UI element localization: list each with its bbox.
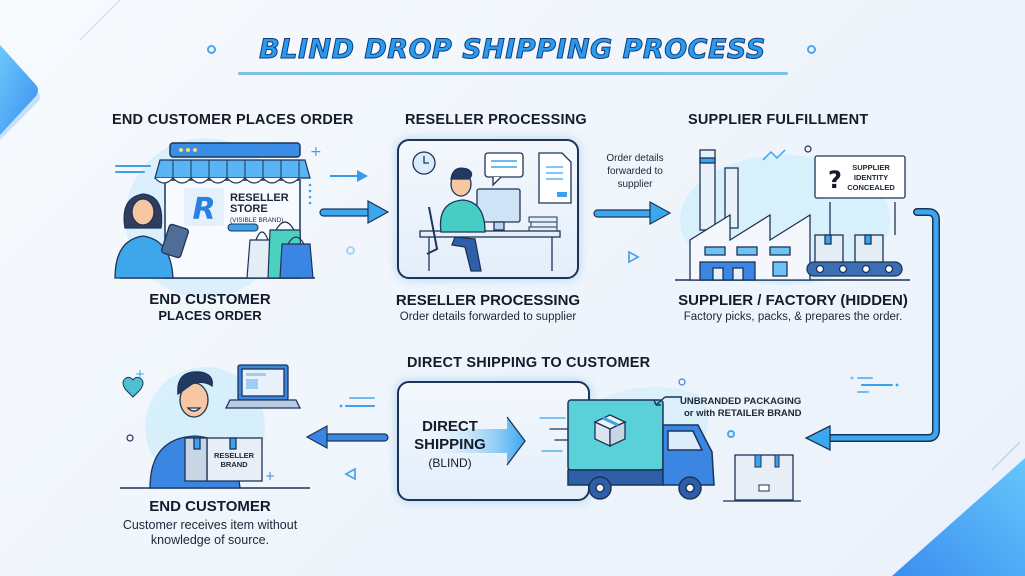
arrow-supplier-to-shipping (804, 208, 940, 452)
step-supplier-caption-title: SUPPLIER / FACTORY (HIDDEN) (678, 292, 908, 309)
store-sign-line1: RESELLER (230, 192, 289, 204)
forward-label-line2: forwarded to (607, 166, 663, 177)
speed-lines-icon (339, 397, 375, 408)
step-customer-caption-line1: Customer receives item without (122, 518, 298, 532)
decor-ring (346, 246, 355, 255)
box-label-line2: BRAND (220, 460, 248, 469)
sign-line3: CONCEALED (847, 183, 895, 192)
arrow-shipping-to-customer (305, 424, 389, 450)
delivery-truck-illustration (539, 378, 715, 500)
shipping-card-line1: DIRECT (422, 418, 478, 435)
shipping-arrow-graphic (417, 416, 526, 466)
factory-illustration: ? SUPPLIER IDENTITY CONCEALED (675, 145, 910, 285)
laptop-icon (224, 364, 302, 409)
forward-label-line1: Order details (606, 153, 664, 164)
step-order-caption-line1: END CUSTOMER (149, 291, 271, 308)
question-mark-icon: ? (828, 166, 842, 194)
reseller-man-figure (426, 167, 486, 272)
reseller-desk-illustration (412, 151, 572, 272)
step-reseller-heading: RESELLER PROCESSING (405, 112, 587, 128)
sign-line1: SUPPLIER (852, 163, 890, 172)
reseller-logo-tile (184, 188, 224, 226)
concealed-identity-sign (814, 155, 906, 199)
conveyor-belt (806, 202, 903, 277)
sign-line2: IDENTITY (854, 173, 888, 182)
back-triangle-icon (344, 467, 356, 481)
trend-line-icon (762, 149, 786, 161)
step-customer-caption-line2: knowledge of source. (150, 533, 270, 547)
title-dot-right (807, 45, 816, 54)
box-label-line1: RESELLER (214, 451, 255, 460)
speed-lines-icon (850, 376, 899, 393)
step-supplier-heading: SUPPLIER FULFILLMENT (688, 112, 869, 128)
arrow-reseller-to-supplier (593, 200, 672, 226)
store-illustration: R RESELLER STORE (VISIBLE BRAND) + (114, 138, 322, 298)
package-box-icon (593, 414, 627, 448)
decor-ring (727, 430, 735, 438)
step-supplier-caption-text: Factory picks, packs, & prepares the ord… (683, 311, 903, 323)
parcel-box-icon (723, 454, 801, 502)
awning (154, 159, 311, 184)
factory-building (689, 149, 811, 281)
forward-label-line3: supplier (617, 179, 653, 190)
desk (419, 230, 561, 238)
reseller-logo: R (192, 192, 215, 227)
customer-woman-figure (114, 193, 190, 279)
step-reseller-caption-text: Order details forwarded to supplier (399, 311, 577, 323)
store-sign-line2: STORE (230, 203, 268, 215)
page-title: BLIND DROP SHIPPING PROCESS (259, 34, 766, 66)
step-shipping-heading: DIRECT SHIPPING TO CUSTOMER (407, 355, 651, 371)
heart-icon (122, 376, 144, 398)
received-package-icon (184, 437, 263, 482)
chat-bubble-icon (484, 152, 524, 187)
step-customer-caption-title: END CUSTOMER (149, 498, 271, 515)
svg-text:+: + (135, 367, 145, 381)
shipping-card-line2: SHIPPING (414, 436, 486, 453)
corner-decoration-bottom-right (892, 441, 1025, 576)
step-order-heading: END CUSTOMER PLACES ORDER (112, 112, 354, 128)
title-dot-left (207, 45, 216, 54)
computer-monitor-icon (476, 188, 521, 231)
step-order-caption-line2: PLACES ORDER (158, 308, 262, 323)
arrow-order-to-reseller (319, 199, 390, 225)
title-underline (238, 72, 788, 75)
packaging-note-line1: UNBRANDED PACKAGING (680, 396, 802, 407)
corner-decoration-top-left (0, 0, 121, 140)
svg-text:+: + (310, 144, 322, 160)
svg-text:+: + (265, 469, 275, 483)
decor-dots (308, 183, 312, 205)
packaging-note-line2: or with RETAILER BRAND (684, 408, 802, 419)
play-triangle-icon (628, 250, 640, 264)
shipping-card-line3: (BLIND) (428, 456, 472, 470)
customer-receives-illustration: + + RESELLER BRAND (120, 364, 310, 489)
shopping-bags-icon (246, 221, 314, 279)
arrow-order-to-reseller-small (330, 170, 368, 182)
step-reseller-caption-title: RESELLER PROCESSING (395, 292, 581, 309)
books-icon (528, 216, 558, 233)
store-sign-line3: (VISIBLE BRAND) (230, 217, 283, 224)
document-icon (538, 152, 572, 204)
